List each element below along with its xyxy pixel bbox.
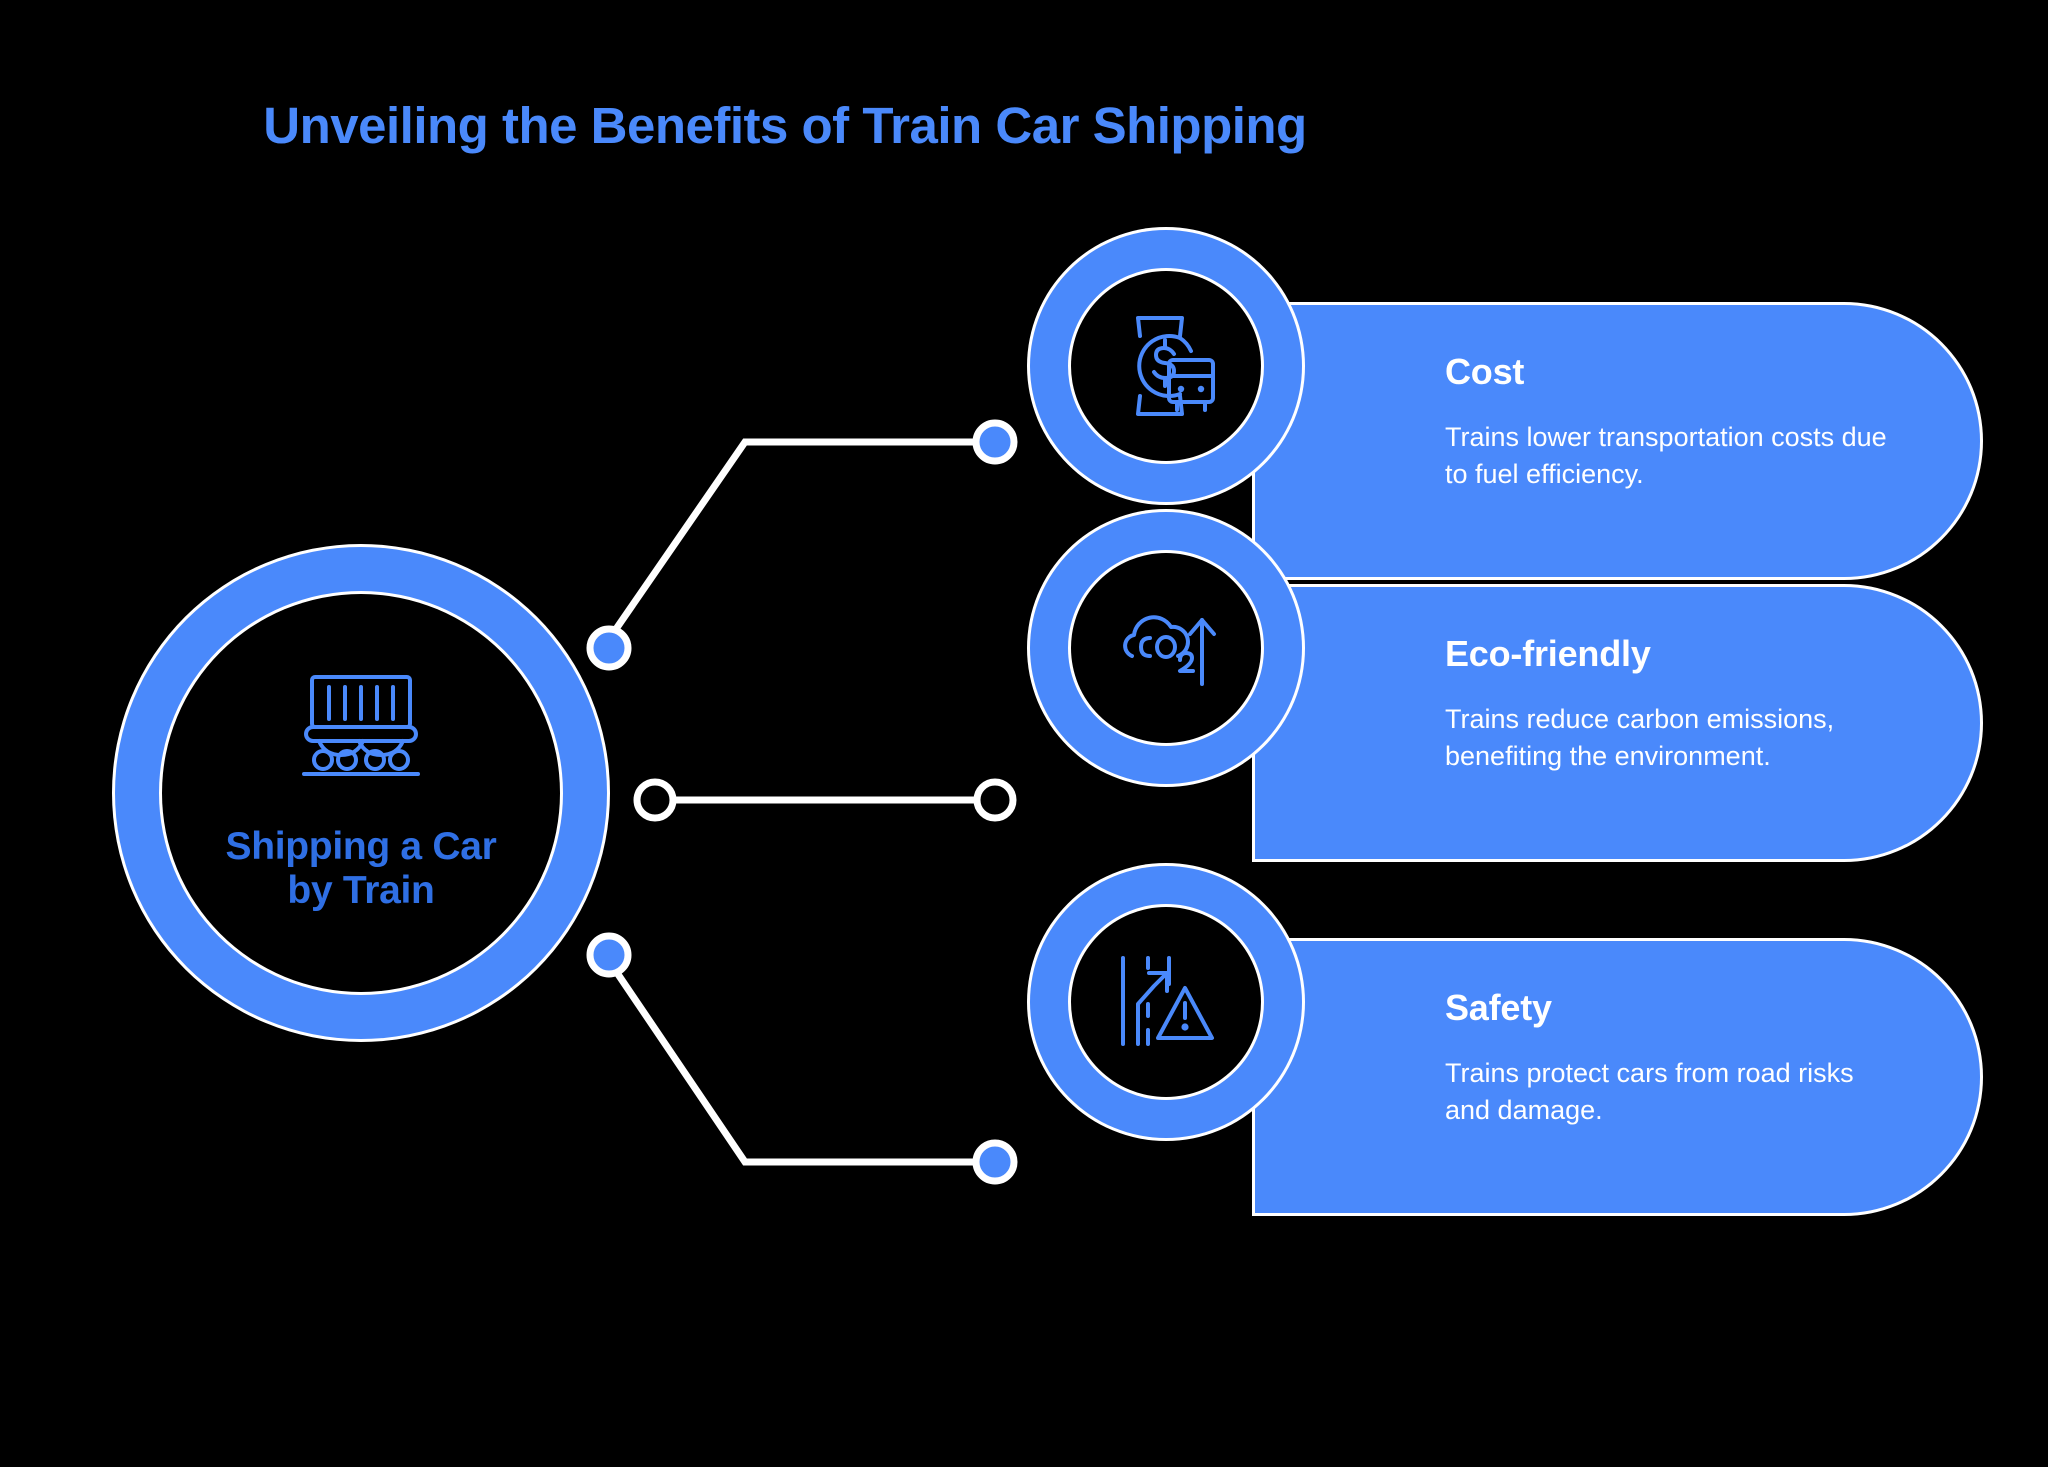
benefit-description-cost: Trains lower transportation costs due to… xyxy=(1445,422,1887,489)
benefit-icon-ring-eco-friendly[interactable] xyxy=(1030,512,1302,784)
benefit-description-eco-friendly: Trains reduce carbon emissions, benefiti… xyxy=(1445,704,1835,771)
connector-node-cost xyxy=(972,419,1018,465)
benefit-card-eco-friendly[interactable]: Eco-friendly Trains reduce carbon emissi… xyxy=(1255,587,1980,859)
benefit-title-cost: Cost xyxy=(1445,351,1525,392)
connector-node-hub-bottom xyxy=(586,932,632,978)
connector-node-hub-mid xyxy=(633,778,677,822)
central-hub-label-line2: by Train xyxy=(287,869,435,912)
watch-dollar-train-icon xyxy=(1136,316,1215,416)
benefit-title-eco-friendly: Eco-friendly xyxy=(1445,633,1651,674)
benefit-card-safety[interactable]: Safety Trains protect cars from road ris… xyxy=(1255,941,1980,1213)
benefit-icon-hole-eco-friendly xyxy=(1071,553,1261,743)
connector-node-hub-top xyxy=(586,625,632,671)
central-hub-node[interactable]: Shipping a Car by Train xyxy=(115,547,607,1039)
page-title: Unveiling the Benefits of Train Car Ship… xyxy=(263,97,1307,154)
connector-line-safety xyxy=(602,953,995,1166)
central-hub-inner: Shipping a Car by Train xyxy=(162,594,560,992)
road-warning-triangle-icon xyxy=(1121,956,1214,1046)
benefit-icon-ring-cost[interactable] xyxy=(1030,230,1302,502)
benefit-description-safety: Trains protect cars from road risks and … xyxy=(1445,1058,1854,1125)
co2-cloud-arrow-up-icon xyxy=(1123,615,1216,686)
benefit-icon-hole-safety xyxy=(1071,907,1261,1097)
train-freight-car-icon xyxy=(302,675,420,777)
benefit-icon-hole-cost xyxy=(1071,271,1261,461)
central-hub-label-line1: Shipping a Car xyxy=(225,825,497,869)
connector-line-cost xyxy=(602,438,995,647)
benefit-title-safety: Safety xyxy=(1445,987,1552,1028)
connector-node-safety xyxy=(972,1139,1018,1185)
benefit-card-cost[interactable]: Cost Trains lower transportation costs d… xyxy=(1255,305,1980,577)
connector-node-eco xyxy=(973,778,1017,822)
benefit-icon-ring-safety[interactable] xyxy=(1030,866,1302,1138)
central-hub-label: Shipping a Car by Train xyxy=(226,825,497,912)
